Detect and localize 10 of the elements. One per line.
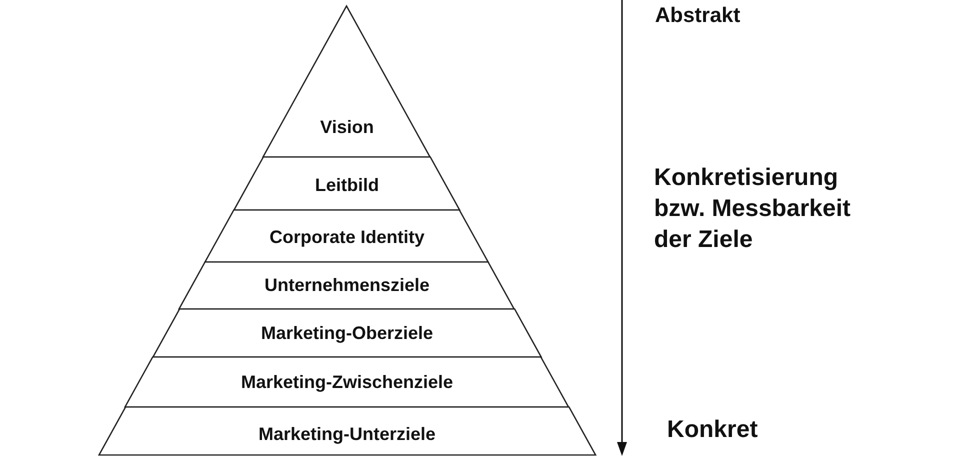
tier-label: Corporate Identity [268,227,426,248]
tier-label: Marketing-Unterziele [257,424,436,445]
axis-end-label: Abstrakt [655,3,742,29]
tier-label: Vision [319,117,375,138]
note-text: Konkretisierung bzw. Messbarkeit der Ziele [654,163,852,256]
tier-label: Marketing-Zwischenziele [240,372,454,393]
tier-label: Unternehmensziele [263,275,431,296]
tier-label: Leitbild [314,175,380,196]
axis-end-label: Konkret [667,415,759,445]
tier-label: Marketing-Oberziele [260,323,434,344]
